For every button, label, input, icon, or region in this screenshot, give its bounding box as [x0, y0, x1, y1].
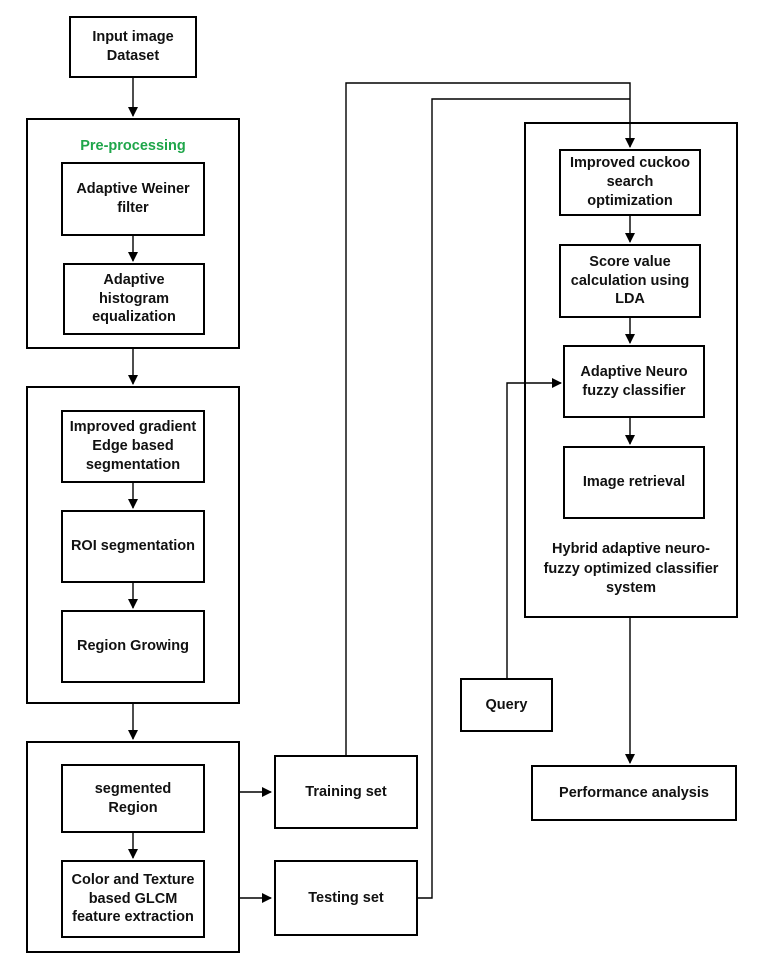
testing-set-box: Testing set [274, 860, 418, 936]
roi-segmentation-box: ROI segmentation [61, 510, 205, 583]
preprocessing-title: Pre-processing [80, 138, 186, 154]
adaptive-histogram-box: Adaptive histogram equalization [63, 263, 205, 335]
feature-extraction-group [26, 741, 240, 953]
line-training-to-cuckoo [345, 82, 635, 755]
line-testing-to-cuckoo [418, 98, 630, 899]
cuckoo-search-box: Improved cuckoo search optimization [559, 149, 701, 216]
training-set-box: Training set [274, 755, 418, 829]
adaptive-wiener-filter-box: Adaptive Weiner filter [61, 162, 205, 236]
glcm-feature-extraction-box: Color and Texture based GLCM feature ext… [61, 860, 205, 938]
input-dataset-box: Input image Dataset [69, 16, 197, 78]
image-retrieval-box: Image retrieval [563, 446, 705, 519]
segmented-region-box: segmented Region [61, 764, 205, 833]
classifier-system-group [524, 122, 738, 618]
region-growing-box: Region Growing [61, 610, 205, 683]
gradient-segmentation-box: Improved gradient Edge based segmentatio… [61, 410, 205, 483]
line-query-to-anfc [506, 378, 562, 678]
segmentation-group [26, 386, 240, 704]
lda-score-box: Score value calculation using LDA [559, 244, 701, 318]
query-box: Query [460, 678, 553, 732]
classifier-system-label: Hybrid adaptive neuro- fuzzy optimized c… [543, 541, 719, 597]
performance-analysis-box: Performance analysis [531, 765, 737, 821]
preprocessing-group [26, 118, 240, 349]
neuro-fuzzy-classifier-box: Adaptive Neuro fuzzy classifier [563, 345, 705, 418]
